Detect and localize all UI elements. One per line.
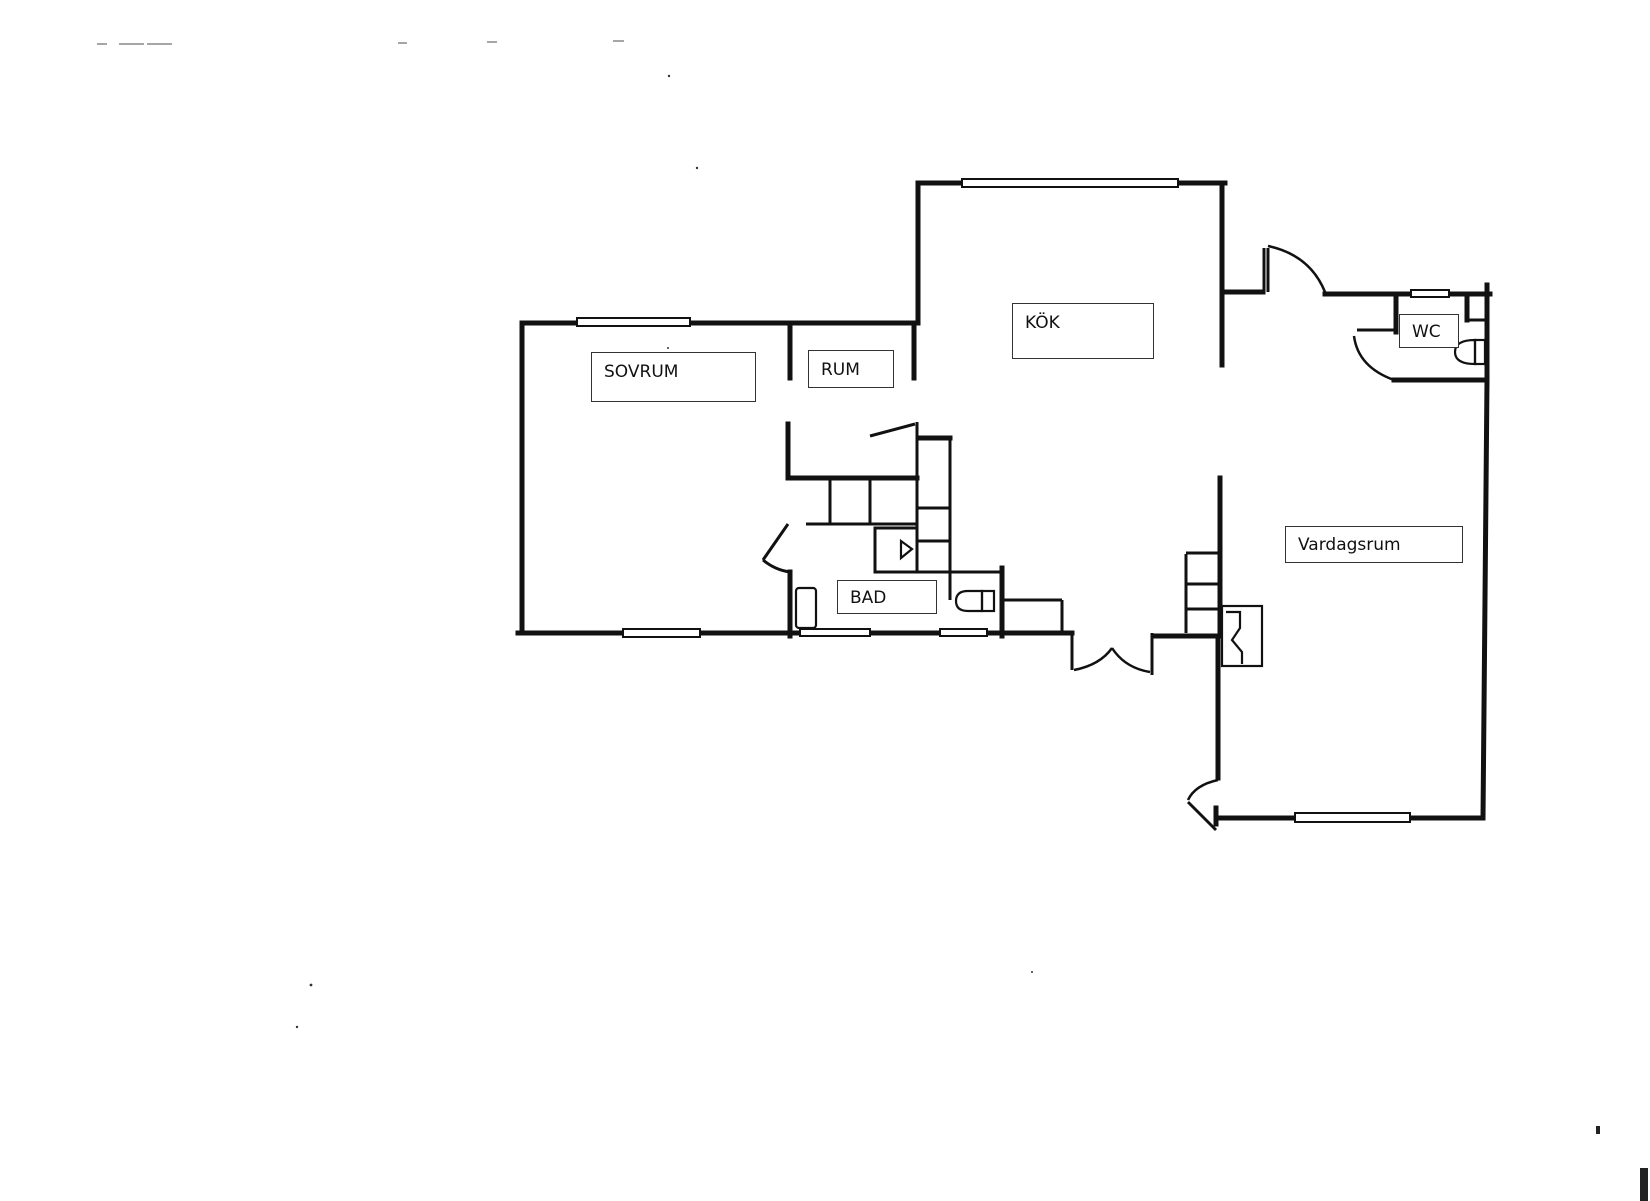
door-swing-front-left [1073,647,1114,672]
window-wc [1410,289,1450,298]
room-name: RUM [821,360,860,380]
toilet-wc [1453,338,1477,366]
bedroom-walls [515,317,921,638]
scan-edge-mark [1596,1126,1600,1134]
scan-specks [295,74,1033,1029]
room-name: BAD [850,588,887,608]
window-kok-north [961,178,1179,188]
front-entrance [999,565,1223,675]
scan-marks [97,40,624,45]
kitchen-walls [915,178,1228,368]
room-name: SOVRUM [604,362,679,382]
room-name: KÖK [1025,313,1060,333]
room-label-bad: BAD [837,580,937,614]
room-name: Vardagsrum [1298,535,1401,555]
window-vardagsrum-south [1294,812,1411,823]
window-sovrum-south [622,628,701,638]
room-label-wc: WC [1399,314,1459,348]
room-label-kok: KÖK [1012,303,1154,359]
door-swing-front-right [1110,647,1151,674]
room-name: WC [1412,322,1441,342]
window-sovrum-north [576,317,691,327]
hall-wc-walls [1219,244,1493,383]
room-label-rum: RUM [808,350,894,388]
shower-symbol [899,538,914,561]
window-bad-1 [799,628,871,637]
bathroom-core-walls [761,422,1005,639]
scan-edge-bar [1640,1168,1648,1201]
door-swing-wc [1352,335,1395,382]
window-bad-2 [939,628,988,637]
room-label-sovrum: SOVRUM [591,352,756,402]
living-room-walls [1184,377,1490,832]
room-label-vardagsrum: Vardagsrum [1285,526,1463,563]
bathtub [794,586,818,630]
toilet-bad [954,589,984,613]
door-swing-garden [1186,778,1219,801]
door-swing-entry [1267,244,1327,293]
